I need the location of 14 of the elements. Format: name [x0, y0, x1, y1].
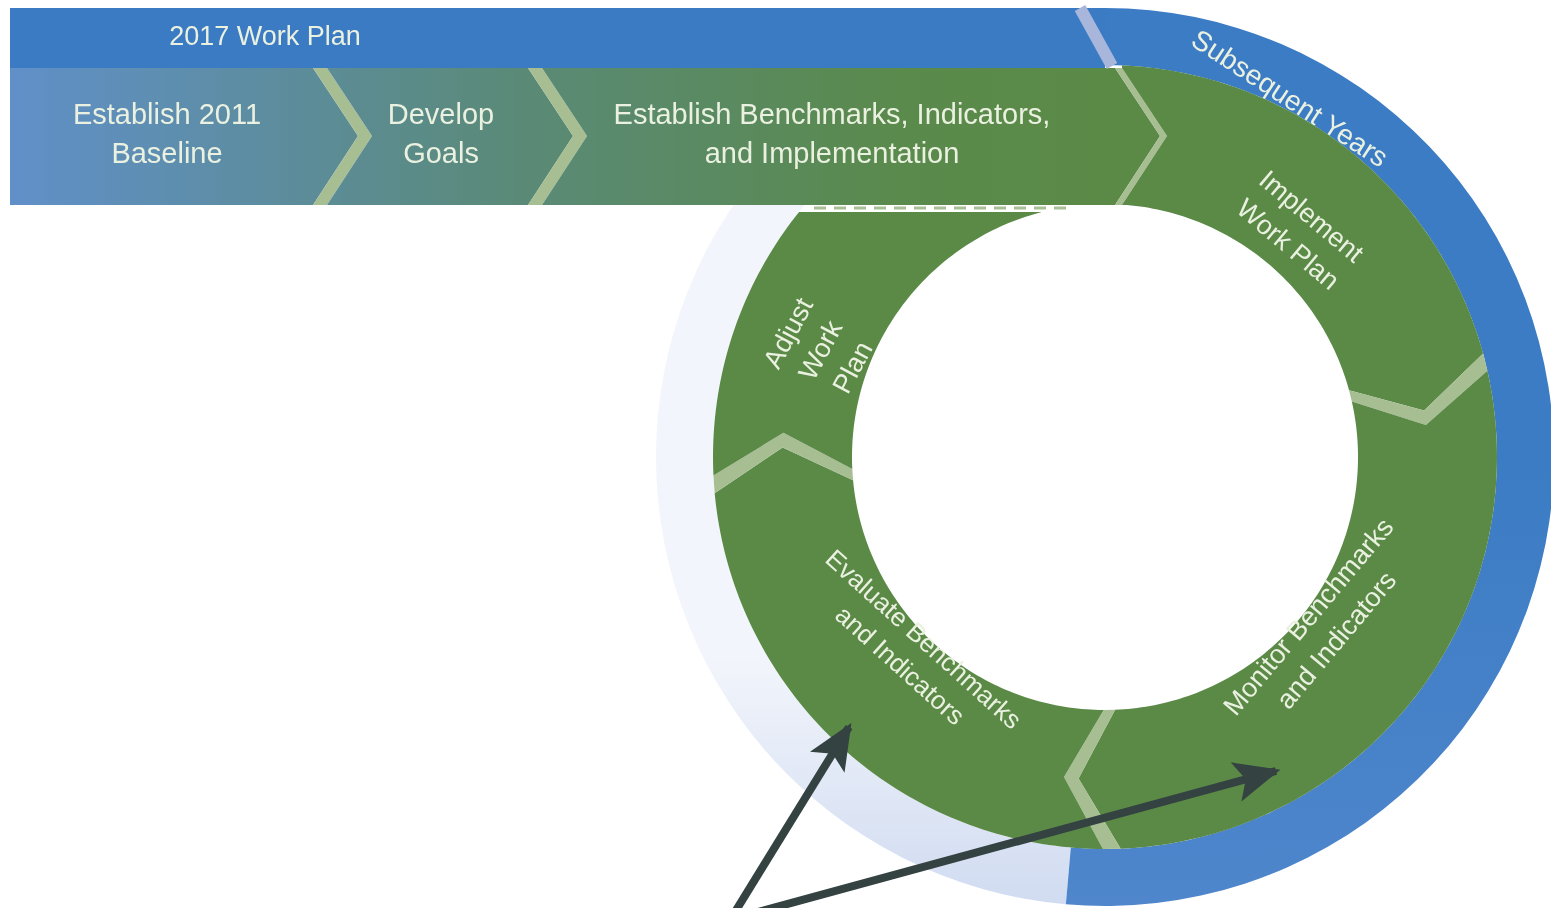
ring-segment — [1064, 370, 1497, 849]
step-label: Establish 2011 Baseline — [72, 97, 262, 169]
ring-segment — [713, 432, 1104, 849]
arc-band — [1065, 8, 1551, 906]
step-label: Establish Benchmarks, Indicators, and Implementation — [613, 97, 1051, 169]
arrow — [731, 723, 853, 908]
step-band — [542, 68, 1167, 205]
header-band — [10, 8, 1105, 68]
step-label: Develop Goals — [387, 97, 495, 169]
ring-segment — [713, 211, 1042, 476]
arrow — [756, 762, 1281, 908]
step-band — [10, 68, 372, 205]
step-band — [327, 68, 587, 205]
step-label: 2017 Work Plan — [169, 21, 361, 52]
